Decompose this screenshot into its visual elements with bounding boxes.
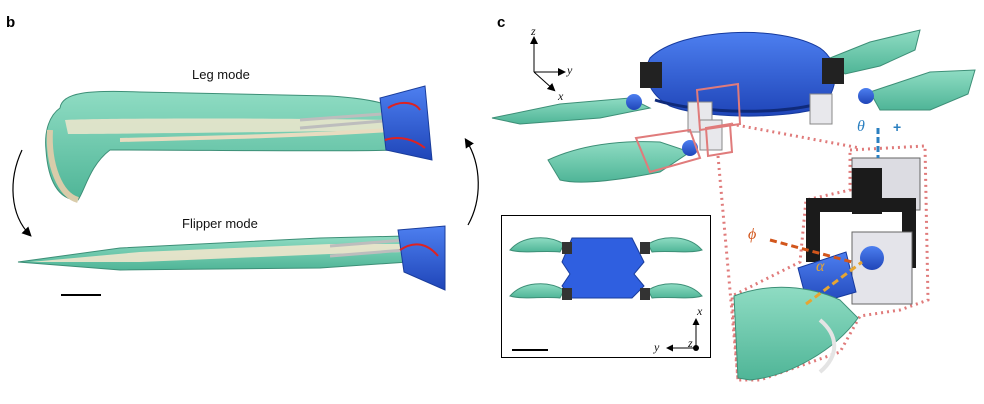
flipper-mode-label: Flipper mode [182,216,258,231]
arrow-flipper-to-leg [464,137,479,226]
panel-b-scalebar [61,294,101,296]
leg-mode-flipper [45,85,433,203]
axis-label-x-main: x [558,89,564,103]
panel-c-letter: c [497,14,506,31]
alpha-label: α [816,258,825,275]
leg-mode-label: Leg mode [192,67,250,82]
axis-label-y-inset: y [654,340,660,354]
axis-label-y-main: y [567,63,573,77]
top-view-artwork [509,237,703,352]
robot-main [491,29,976,183]
axes-triad-main [530,36,566,92]
zoom-detail [730,128,930,382]
top-view-inset [501,215,711,358]
flipper-mode-flipper [17,225,446,291]
axis-label-x-inset: x [697,304,703,318]
theta-plus-sign: + [893,119,902,135]
phi-label: ϕ [748,226,757,243]
axis-label-z-main: z [531,24,536,38]
theta-label: θ [857,118,865,135]
axis-label-z-inset: z [688,336,693,350]
arrow-leg-to-flipper [12,149,32,237]
panel-b-letter: b [6,14,16,31]
